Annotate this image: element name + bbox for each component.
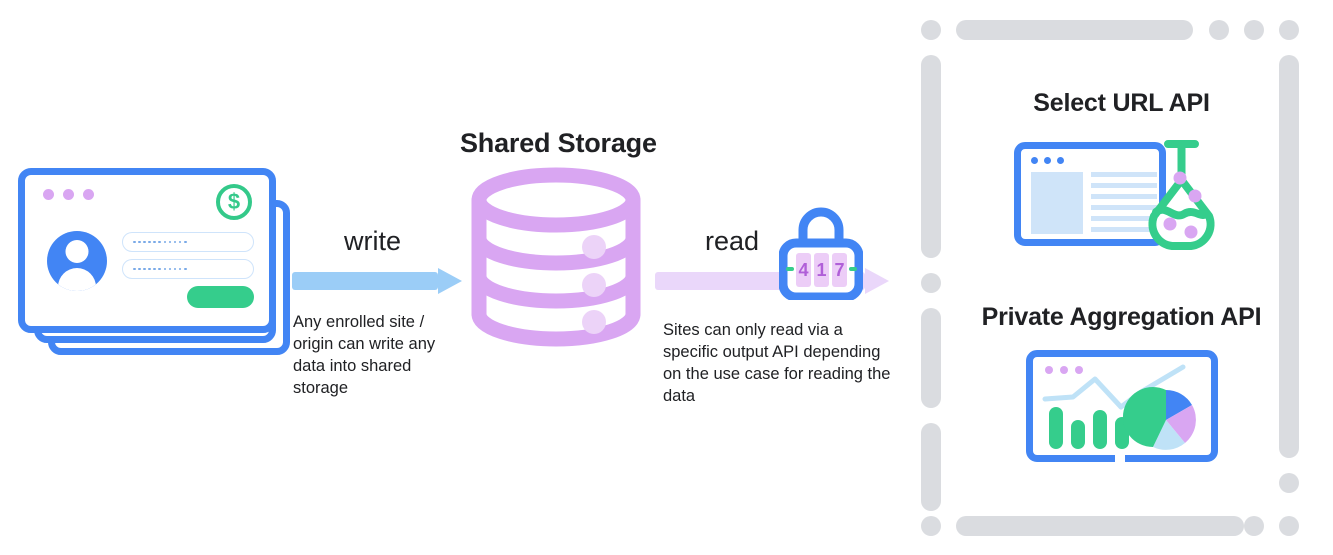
window-traffic-light-dots: [43, 189, 94, 200]
panel-border-dash: [1279, 55, 1299, 458]
avatar-body: [58, 268, 96, 291]
shared-storage-title: Shared Storage: [460, 128, 657, 158]
api-card-private-aggregation[interactable]: Private Aggregation API: [921, 303, 1322, 462]
dashboard-illustration-icon: [1025, 350, 1218, 462]
panel-border-dot: [1279, 20, 1299, 40]
charts-svg: [1042, 364, 1196, 450]
combination-padlock-icon: 4 1 7: [778, 203, 864, 302]
api-card-select-url[interactable]: Select URL API: [921, 89, 1322, 250]
content-text-lines: [1091, 172, 1161, 238]
panel-border-dash: [956, 20, 1193, 40]
avatar-head: [65, 240, 89, 263]
svg-text:7: 7: [834, 260, 844, 280]
panel-border-dash: [921, 308, 941, 408]
read-caption: Sites can only read via a specific outpu…: [663, 321, 891, 405]
stacked-browser-windows: $: [0, 0, 300, 380]
window-traffic-light-dots: [1031, 157, 1064, 164]
db-dot-3: [582, 310, 606, 334]
svg-text:4: 4: [798, 260, 808, 280]
username-field[interactable]: [122, 232, 254, 252]
select-url-illustration-icon: [1014, 138, 1229, 250]
panel-border-dot: [1279, 473, 1299, 493]
submit-button[interactable]: [187, 286, 254, 308]
browser-window-front: $: [18, 168, 276, 333]
window-dot-3: [83, 189, 94, 200]
dollar-badge-icon: $: [216, 184, 252, 220]
password-field[interactable]: [122, 259, 254, 279]
write-caption: Any enrolled site / origin can write any…: [293, 313, 436, 397]
browser-window-icon: [1014, 142, 1166, 246]
frame-notch: [1114, 455, 1125, 462]
panel-border-dot: [1279, 516, 1299, 536]
panel-border-dash: [921, 423, 941, 511]
window-dot-1: [43, 189, 54, 200]
db-dot-2: [582, 273, 606, 297]
panel-border-dot: [1244, 20, 1264, 40]
flask-icon: [1148, 140, 1215, 250]
dashboard-window-icon: [1025, 350, 1218, 462]
avatar: [47, 231, 107, 291]
read-label: read: [705, 226, 760, 256]
window-dot-2: [63, 189, 74, 200]
panel-border-dot: [1209, 20, 1229, 40]
api-title-select-url: Select URL API: [1033, 89, 1210, 117]
content-image-block: [1031, 172, 1083, 234]
panel-border-dot: [921, 273, 941, 293]
panel-border-dash: [956, 516, 1244, 536]
database-cylinder-icon: [470, 167, 642, 347]
panel-border-dot: [921, 20, 941, 40]
write-arrow-icon: [292, 268, 464, 294]
api-title-private-aggregation: Private Aggregation API: [981, 303, 1262, 331]
window-traffic-light-dots: [1044, 366, 1083, 374]
panel-border-dot: [1244, 516, 1264, 536]
write-label: write: [344, 226, 402, 256]
output-apis-panel: Select URL API: [921, 11, 1322, 544]
svg-text:1: 1: [816, 260, 826, 280]
panel-border-dash: [921, 55, 941, 258]
db-dot-1: [582, 235, 606, 259]
panel-border-dot: [921, 516, 941, 536]
